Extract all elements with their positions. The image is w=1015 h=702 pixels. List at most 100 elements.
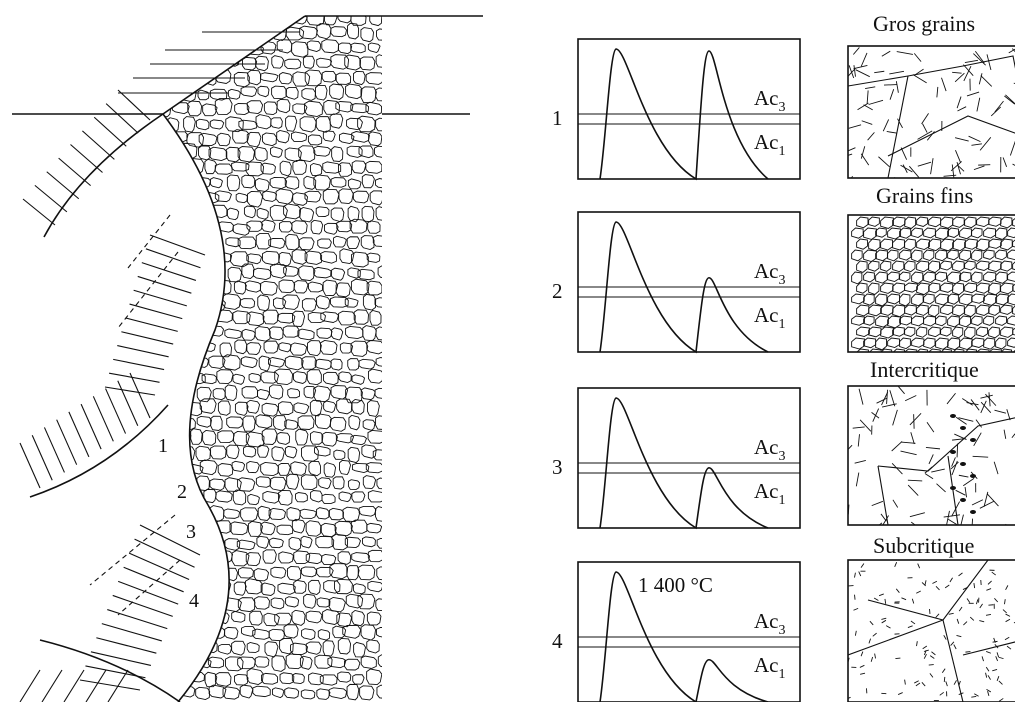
grain: [210, 263, 223, 280]
lath-needle: [925, 473, 934, 480]
lath-needle: [956, 635, 962, 638]
lath-needle: [953, 680, 957, 685]
lath-needle: [848, 147, 856, 152]
grain: [284, 176, 300, 190]
lath-needle: [987, 690, 990, 697]
grain: [259, 280, 278, 296]
grain: [222, 354, 241, 371]
grain: [322, 609, 341, 625]
fine-grain: [983, 249, 995, 260]
lath-needle: [998, 680, 1003, 685]
lath-needle: [912, 74, 927, 84]
grain: [226, 174, 241, 192]
grain: [195, 445, 211, 462]
grain: [315, 535, 335, 549]
fine-grain: [856, 282, 868, 294]
grain: [247, 191, 264, 208]
grain: [187, 100, 203, 117]
grain: [305, 552, 323, 565]
hatch-line: [70, 144, 103, 173]
grain: [295, 492, 308, 503]
grain: [247, 520, 264, 537]
grain: [313, 266, 332, 279]
grain: [351, 374, 366, 385]
lath-needle: [996, 652, 1000, 658]
grain: [278, 251, 292, 267]
grain: [185, 282, 205, 294]
grain: [285, 26, 305, 41]
fine-grain: [976, 304, 990, 316]
grain: [359, 685, 375, 701]
grain: [166, 117, 180, 133]
grain: [339, 459, 352, 476]
lath-needle: [958, 606, 963, 612]
grain: [350, 340, 369, 357]
fine-grain: [1000, 348, 1013, 352]
lath-needle: [929, 655, 935, 659]
grain: [208, 355, 226, 369]
grain: [351, 398, 365, 415]
lath-needle: [852, 426, 865, 429]
lath-needle: [948, 612, 954, 615]
lath-needle: [954, 137, 969, 142]
grain: [365, 101, 382, 116]
fine-grain: [1012, 283, 1015, 292]
grain: [226, 444, 240, 460]
grain: [204, 158, 217, 175]
lath-needle: [958, 572, 963, 577]
grain: [233, 673, 249, 686]
lath-needle: [956, 618, 960, 624]
grain: [261, 402, 279, 417]
grain: [178, 293, 196, 309]
lath-needle: [914, 680, 919, 684]
grain: [142, 341, 159, 352]
hatch-line: [105, 388, 127, 434]
grain: [196, 416, 212, 428]
grain: [360, 86, 377, 104]
grain: [165, 356, 182, 371]
lath-needle: [963, 65, 972, 82]
grain: [361, 444, 377, 459]
grain: [375, 357, 382, 368]
lath-needle: [901, 597, 907, 601]
dashed-guide-line: [117, 559, 181, 616]
grain: [330, 296, 349, 308]
lath-needle: [866, 90, 869, 104]
grain: [145, 282, 158, 293]
grain: [346, 117, 363, 131]
grain: [237, 597, 256, 613]
fine-grain: [856, 348, 869, 352]
grain: [347, 358, 360, 371]
grain: [212, 388, 226, 401]
grain: [314, 413, 333, 430]
grain: [269, 176, 288, 189]
cycle-frame: [577, 211, 801, 353]
lath-needle: [994, 409, 1007, 414]
grain: [235, 192, 248, 204]
grain: [203, 250, 219, 266]
lath-needle: [986, 689, 992, 693]
grain: [283, 624, 299, 639]
grain: [307, 340, 322, 357]
microstructure-frame: [847, 559, 1015, 702]
grain: [338, 188, 354, 205]
grain: [332, 625, 347, 639]
hatch-line: [68, 411, 90, 458]
grain: [291, 518, 306, 534]
lath-needle: [869, 620, 874, 626]
lath-needle: [964, 59, 979, 63]
grain: [323, 371, 339, 386]
fine-grain: [1007, 293, 1015, 306]
lath-needle: [962, 587, 968, 590]
grain: [310, 219, 324, 235]
fine-grain: [863, 271, 875, 283]
grain: [320, 251, 337, 264]
fine-grain: [988, 282, 1001, 296]
grain: [163, 16, 174, 25]
grain: [163, 581, 175, 595]
grain: [335, 72, 352, 85]
grain: [331, 533, 349, 551]
grain: [141, 11, 155, 24]
